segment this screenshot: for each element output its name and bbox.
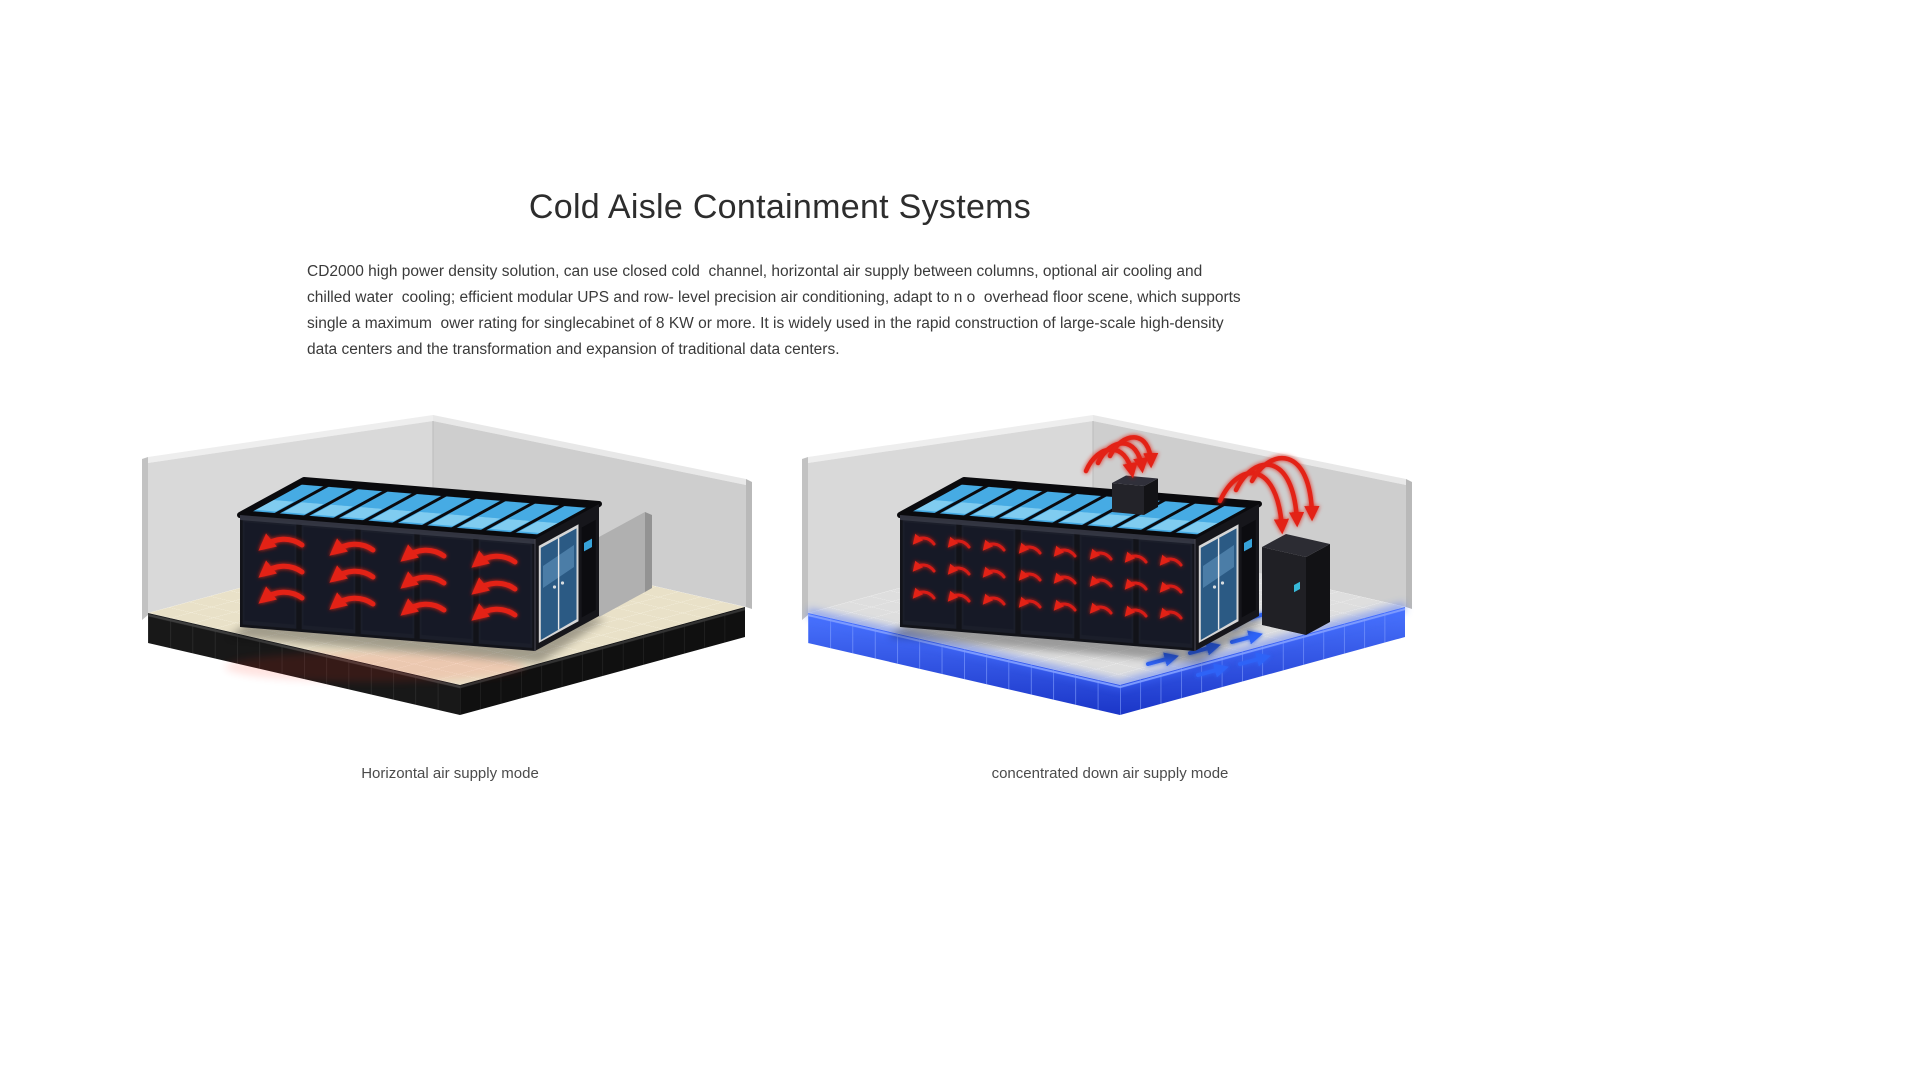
horizontal-air-supply-illustration (142, 415, 752, 715)
figure-caption-down: concentrated down air supply mode (991, 765, 1229, 782)
hot-air-return-arrows-icon (1217, 456, 1320, 535)
page-title: Cold Aisle Containment Systems (528, 188, 1032, 226)
rack-row-front (240, 515, 535, 651)
containment-cabinet (237, 477, 602, 651)
hot-air-exhaust-arrows-icon (1083, 435, 1159, 479)
floor-standing-air-unit (1262, 534, 1330, 635)
side-unit (599, 512, 652, 617)
status-screen-icon (584, 538, 592, 552)
page: Cold Aisle Containment Systems CD2000 hi… (0, 188, 1560, 782)
roof-duct-unit (1112, 475, 1158, 515)
warm-air-floor-glow (225, 652, 525, 682)
figure-down-air-supply: concentrated down air supply mode (800, 411, 1420, 782)
figure-caption-horizontal: Horizontal air supply mode (361, 765, 539, 782)
figures-row: Horizontal air supply mode (0, 411, 1560, 782)
status-screen-icon (1294, 581, 1300, 593)
down-air-supply-illustration (802, 415, 1412, 715)
status-screen-icon (1244, 538, 1252, 552)
rack-row-front (900, 515, 1195, 651)
page-description: CD2000 high power density solution, can … (307, 263, 1250, 358)
containment-cabinet (897, 477, 1262, 651)
figure-horizontal-air-supply: Horizontal air supply mode (140, 411, 760, 782)
